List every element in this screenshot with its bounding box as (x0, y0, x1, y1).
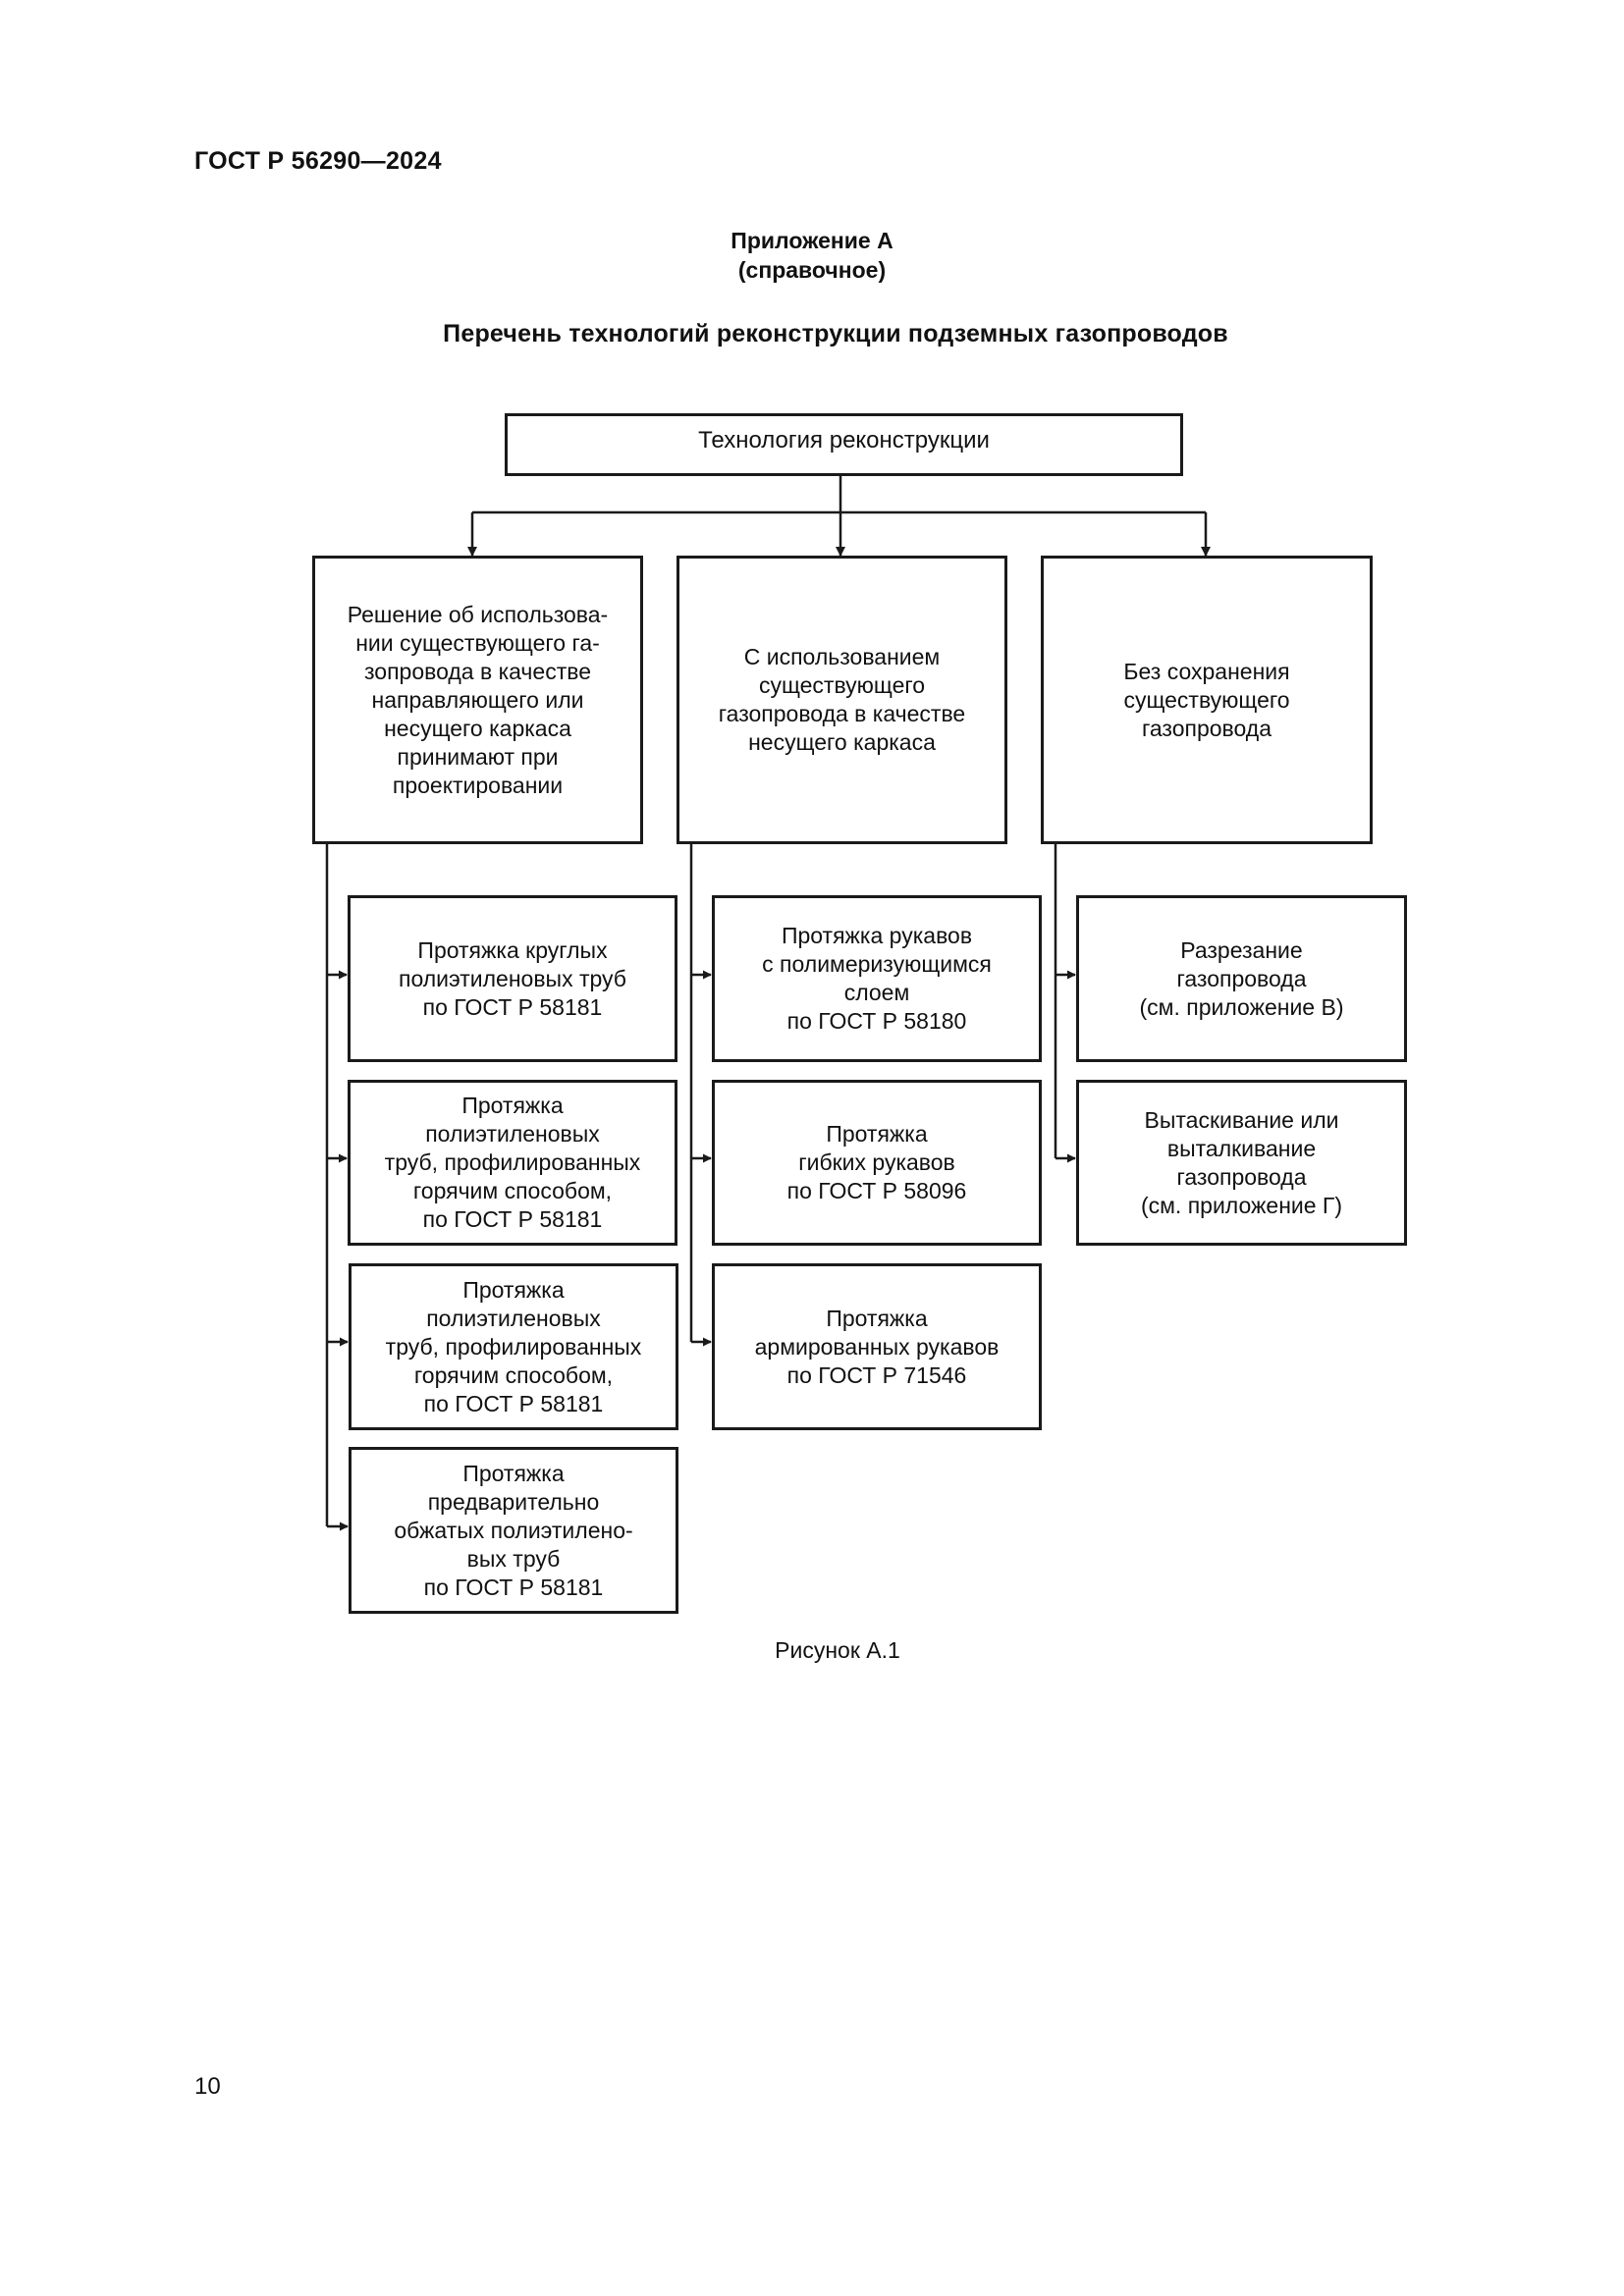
method-node: Протяжка полиэтиленовых труб, профилиров… (348, 1080, 677, 1246)
method-node: Протяжка предварительно обжатых полиэтил… (349, 1447, 678, 1614)
branch-node-carrying-frame: С использованием существующего газопрово… (677, 556, 1007, 844)
method-node: Протяжка круглых полиэтиленовых труб по … (348, 895, 677, 1062)
appendix-title: Приложение А (731, 228, 893, 253)
figure-caption: Рисунок А.1 (775, 1637, 900, 1663)
figure-heading: Перечень технологий реконструкции подзем… (443, 320, 1228, 347)
branch-node-reuse-decision: Решение об использова- нии существующего… (312, 556, 643, 844)
method-node: Протяжка полиэтиленовых труб, профилиров… (349, 1263, 678, 1430)
branch-node-without-preservation: Без сохранения существующего газопровода (1041, 556, 1373, 844)
method-node: Разрезание газопровода (см. приложение В… (1076, 895, 1407, 1062)
method-node: Вытаскивание или выталкивание газопровод… (1076, 1080, 1407, 1246)
appendix-kind: (справочное) (737, 257, 887, 283)
document-code: ГОСТ Р 56290—2024 (194, 147, 442, 175)
method-node: Протяжка армированных рукавов по ГОСТ Р … (712, 1263, 1042, 1430)
method-node: Протяжка гибких рукавов по ГОСТ Р 58096 (712, 1080, 1042, 1246)
method-node: Протяжка рукавов с полимеризующимся слое… (712, 895, 1042, 1062)
page-number: 10 (194, 2073, 221, 2100)
root-node: Технология реконструкции (505, 413, 1183, 476)
